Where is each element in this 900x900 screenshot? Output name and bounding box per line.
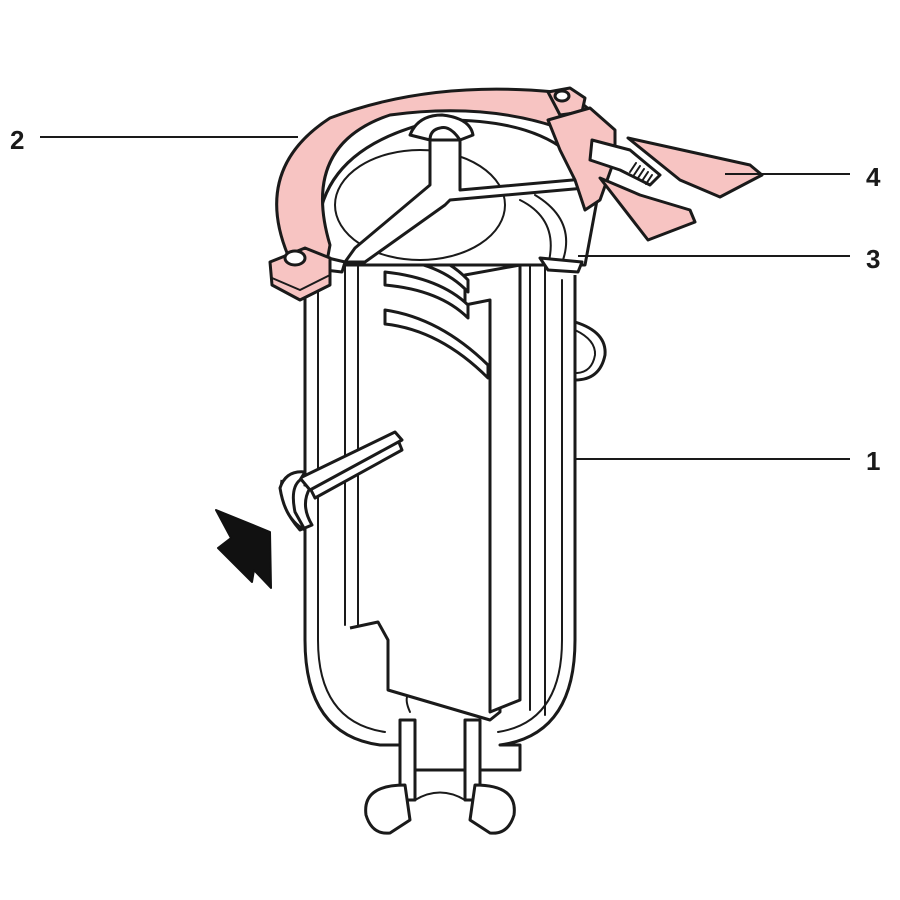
callout-label-2: 2 <box>10 125 25 155</box>
inlet-pipe <box>278 430 404 532</box>
callout-label-4: 4 <box>866 162 881 192</box>
callout-label-3: 3 <box>866 244 881 274</box>
callout-label-1: 1 <box>866 446 881 476</box>
clamp-wing-nut <box>546 106 764 242</box>
housing-body <box>303 275 607 835</box>
flow-direction-arrow <box>215 509 272 589</box>
